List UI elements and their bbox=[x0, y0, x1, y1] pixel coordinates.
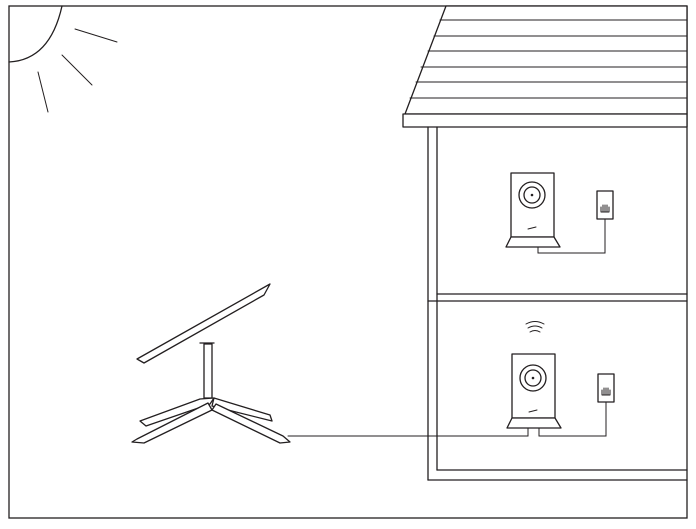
router-lower-floor bbox=[506, 353, 562, 437]
power-outlet-lower bbox=[597, 373, 615, 403]
power-cable-upper bbox=[537, 218, 606, 254]
power-outlet-upper bbox=[596, 190, 614, 220]
sun-icon bbox=[8, 5, 118, 113]
satellite-dish-icon bbox=[131, 283, 291, 444]
wifi-signal-icon bbox=[525, 321, 545, 333]
router-upper-floor bbox=[505, 172, 561, 254]
house-walls bbox=[427, 126, 688, 481]
power-cable-lower bbox=[538, 401, 607, 437]
house bbox=[402, 5, 688, 481]
house-roof bbox=[402, 5, 688, 128]
